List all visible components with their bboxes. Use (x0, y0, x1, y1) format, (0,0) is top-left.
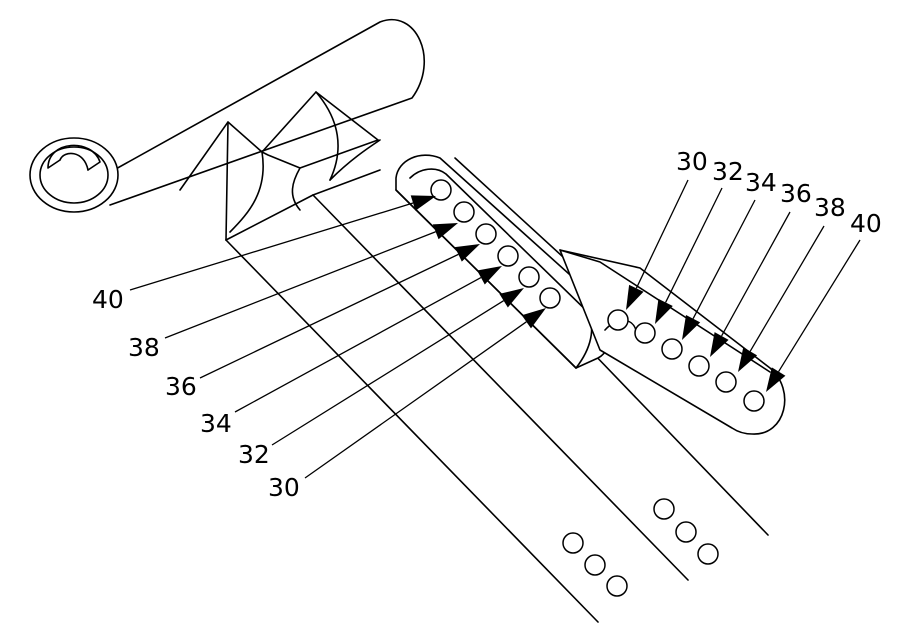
leader-line (749, 225, 825, 352)
hole-38-left (453, 201, 475, 223)
tube-hole (697, 543, 719, 565)
arrowhead (410, 195, 436, 211)
left-bracket (395, 154, 612, 369)
tube-hole (653, 498, 675, 520)
tube-hole (584, 554, 606, 576)
label-right-30: 30 (676, 147, 708, 176)
handle-bar-end (29, 137, 119, 213)
hole-34-right (661, 338, 683, 360)
hole-30-left (539, 287, 561, 309)
right-arm-holes (607, 309, 765, 412)
handle-bar (29, 19, 425, 213)
arrowhead (682, 315, 701, 340)
leader-line (665, 187, 723, 303)
right-labels: 30 32 34 36 38 40 (676, 147, 882, 238)
arrowhead (766, 367, 786, 392)
label-left-34: 34 (200, 409, 232, 438)
hole-36-right (688, 355, 710, 377)
leader-line (199, 253, 459, 379)
tube-hole (675, 521, 697, 543)
lower-tube (225, 169, 769, 623)
leader-line (234, 276, 482, 413)
arrowhead (432, 223, 458, 240)
label-left-30: 30 (268, 473, 300, 502)
leader-line (271, 300, 504, 446)
right-arm (559, 249, 786, 435)
tube-holes (562, 498, 719, 597)
leader-line (129, 202, 414, 291)
left-labels: 40 38 36 34 32 30 (92, 285, 300, 502)
arrowhead (521, 308, 546, 329)
arrowhead (499, 288, 524, 308)
arrowhead (477, 266, 502, 285)
arrowhead (655, 298, 673, 324)
hole-40-right (743, 390, 765, 412)
label-right-32: 32 (712, 157, 744, 186)
leader-line (721, 211, 791, 337)
label-right-38: 38 (814, 193, 846, 222)
leader-line (304, 321, 527, 479)
tube-hole (562, 532, 584, 554)
leader-line (635, 179, 689, 289)
leader-line (692, 199, 756, 320)
label-left-40: 40 (92, 285, 124, 314)
tube-hole (606, 575, 628, 597)
arrowhead (710, 332, 729, 357)
label-left-32: 32 (238, 440, 270, 469)
label-right-34: 34 (745, 168, 777, 197)
hole-34-left (497, 245, 519, 267)
hole-32-left (518, 266, 540, 288)
hole-32-right (634, 322, 656, 344)
arrowhead (454, 244, 480, 262)
arrowhead (626, 284, 644, 310)
label-right-36: 36 (780, 179, 812, 208)
hole-30-right (607, 309, 629, 331)
arrowhead (738, 347, 758, 372)
left-bracket-holes (430, 179, 561, 309)
hole-38-right (715, 371, 737, 393)
label-left-36: 36 (165, 372, 197, 401)
leader-lines (129, 179, 861, 479)
label-left-38: 38 (128, 333, 160, 362)
leader-line (164, 231, 436, 339)
leader-line (778, 239, 861, 372)
hole-36-left (475, 223, 497, 245)
hole-40-left (430, 179, 452, 201)
clamp-collar (179, 91, 381, 241)
label-right-40: 40 (850, 209, 882, 238)
